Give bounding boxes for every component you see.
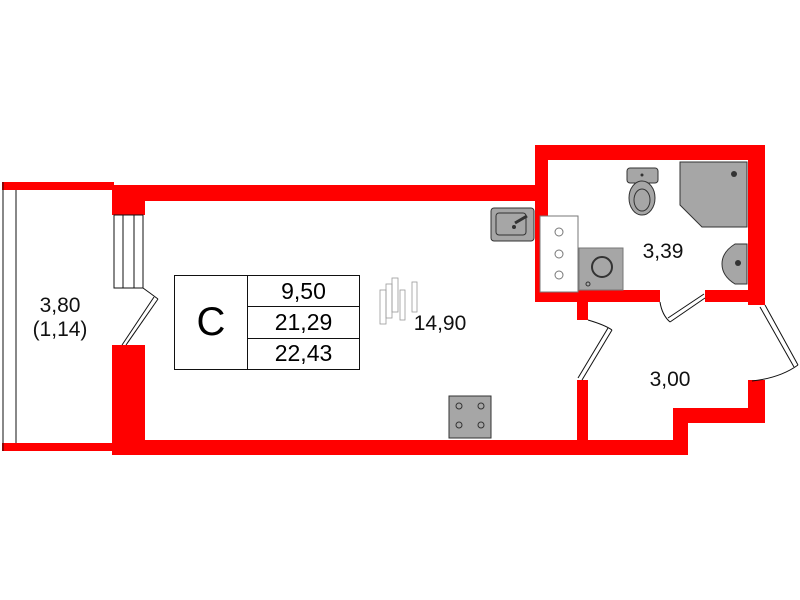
doors xyxy=(121,287,799,382)
toilet-icon xyxy=(626,167,659,216)
balcony-railing xyxy=(2,182,17,451)
living-area-label: 14,90 xyxy=(413,312,467,335)
apartment-type: С xyxy=(175,276,248,369)
radiator-icon xyxy=(379,277,418,325)
total-with-balcony-value: 22,43 xyxy=(274,340,333,367)
balcony-reduced-area: (1,14) xyxy=(32,318,88,341)
hall-area-label: 3,00 xyxy=(649,368,691,391)
bathroom-area-label: 3,39 xyxy=(642,240,684,263)
bathroom-sink-icon xyxy=(721,243,748,285)
washing-machine-icon xyxy=(578,247,624,291)
shower-icon xyxy=(679,161,748,228)
cabinet-icon xyxy=(539,215,579,293)
balcony-area: 3,80(1,14) xyxy=(32,294,88,341)
living-area-value: 9,50 xyxy=(248,276,359,308)
total-area-value: 21,29 xyxy=(248,307,359,339)
window xyxy=(113,214,144,289)
kitchen-sink-icon xyxy=(490,207,535,242)
stove-icon xyxy=(448,395,492,439)
area-summary-table: С 9,50 21,29 22,43 xyxy=(174,275,360,370)
